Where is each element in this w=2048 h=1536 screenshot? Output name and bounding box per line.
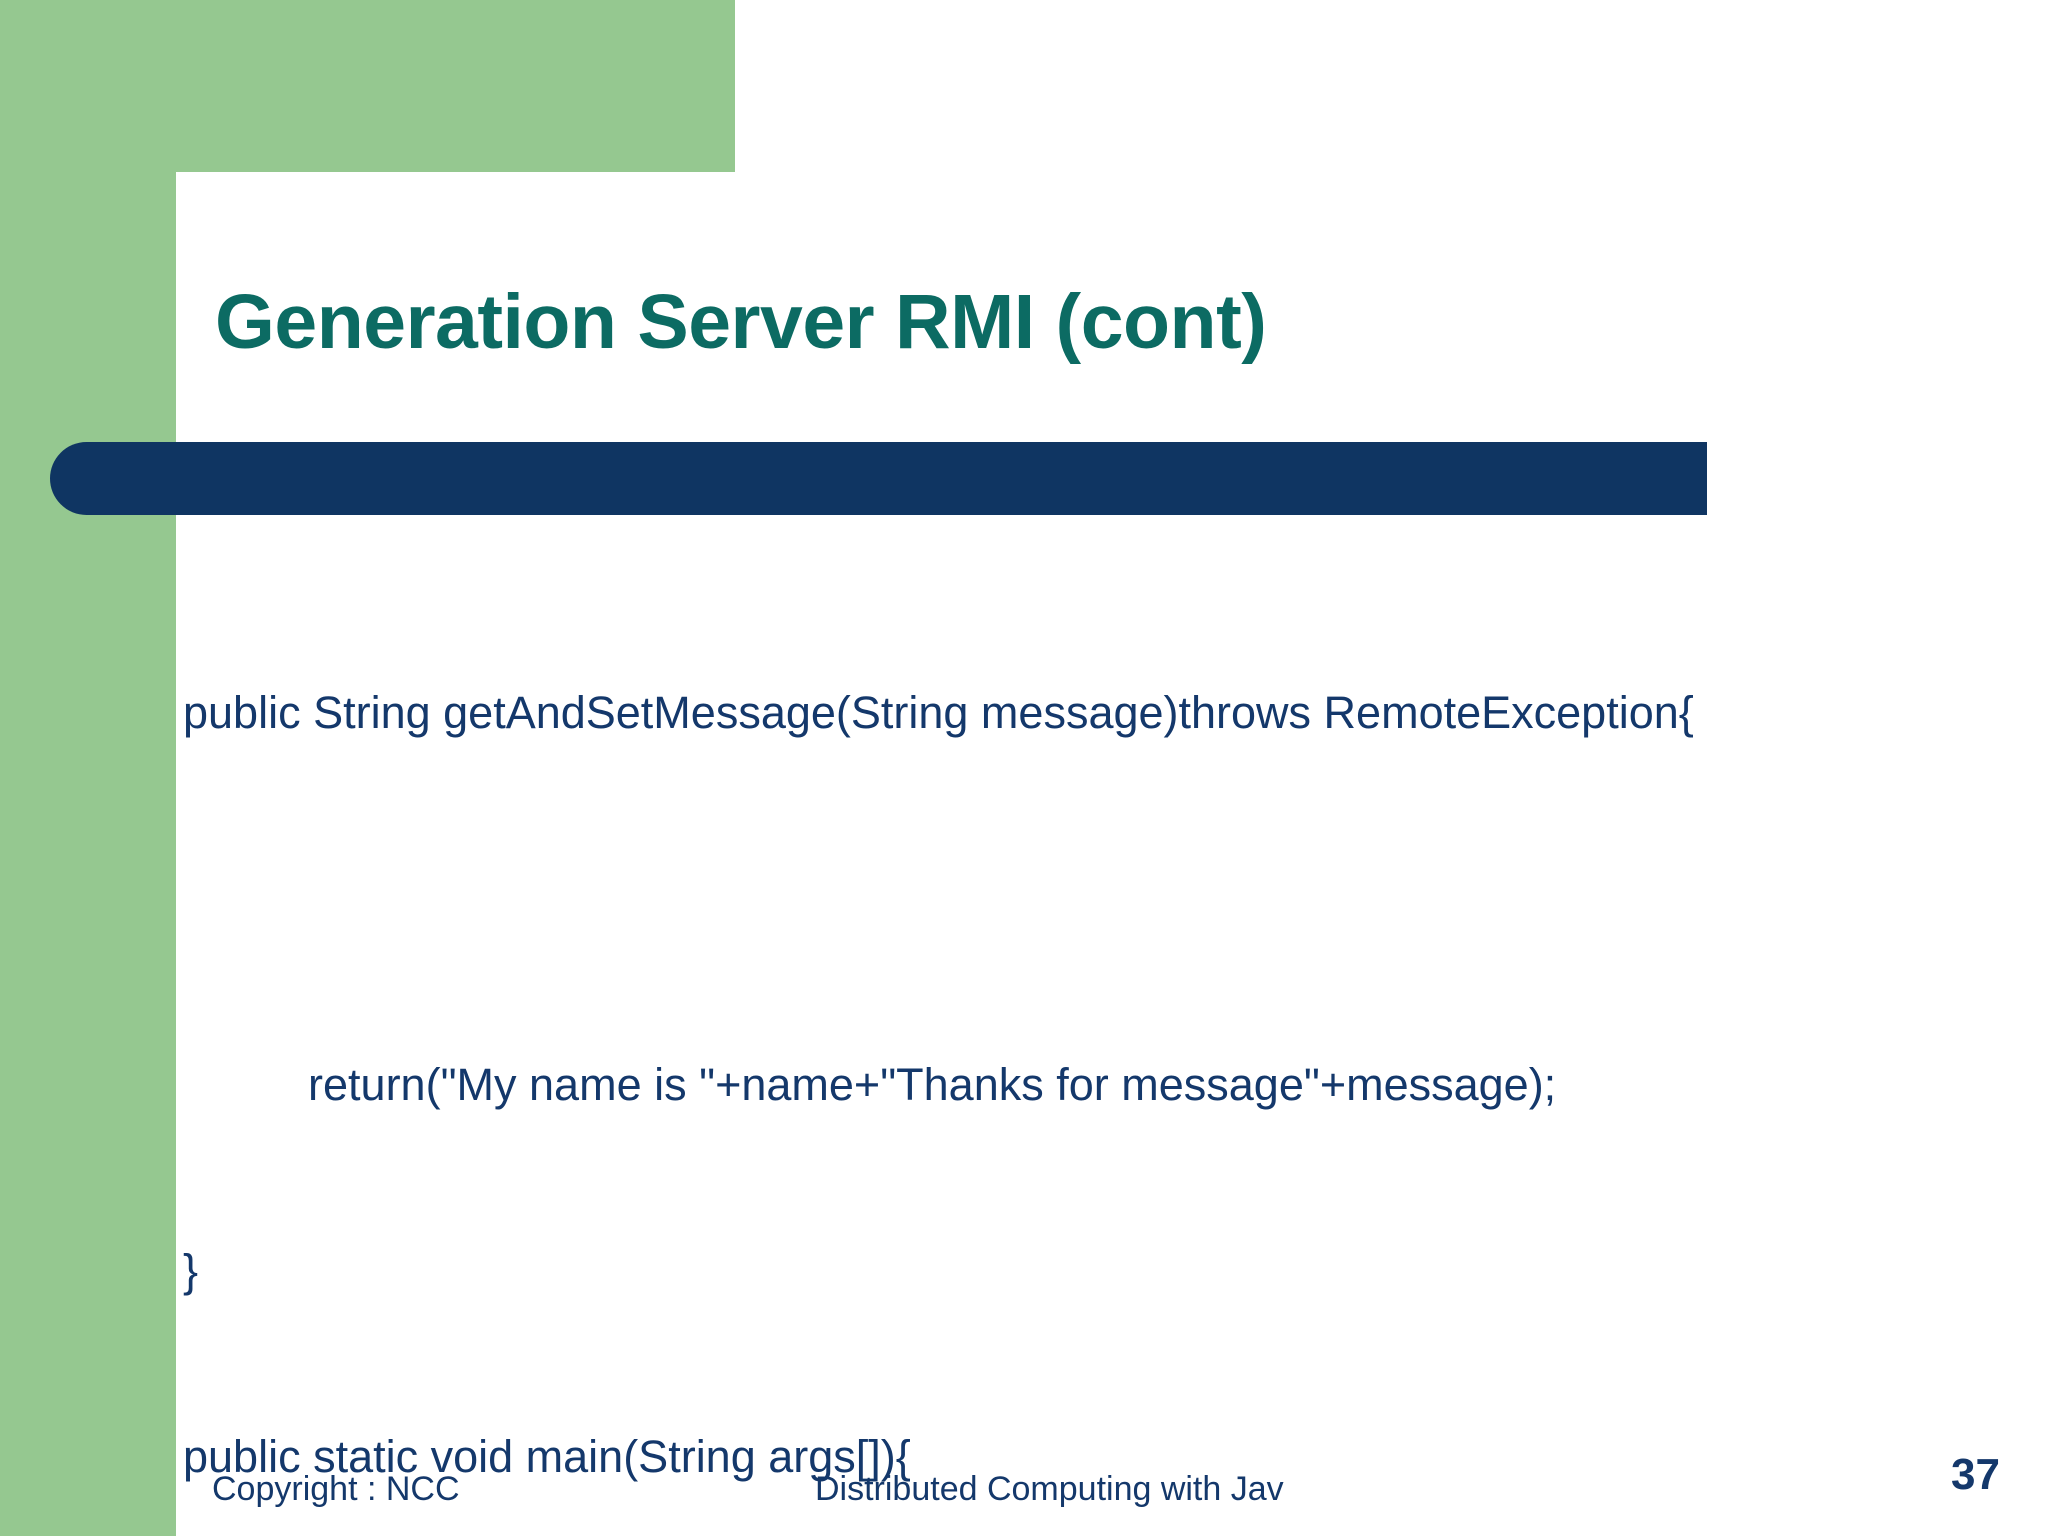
footer-course-title: Distributed Computing with Jav [815,1470,1284,1508]
code-block: public String getAndSetMessage(String me… [183,558,2043,1536]
white-content-panel [176,172,2048,1536]
code-line [183,868,2043,930]
code-line: } [183,1245,199,1296]
page-number: 37 [1951,1450,2000,1499]
footer-copyright: Copyright : NCC [212,1470,460,1508]
code-line: public String getAndSetMessage(String me… [183,687,1694,738]
title-divider-bar [50,442,1707,515]
page-title: Generation Server RMI (cont) [215,279,1267,365]
green-left-bar [0,0,176,1536]
code-line: return("My name is "+name+"Thanks for me… [183,1059,1557,1110]
code-line: public static void main(String args[]){ [183,1431,911,1482]
